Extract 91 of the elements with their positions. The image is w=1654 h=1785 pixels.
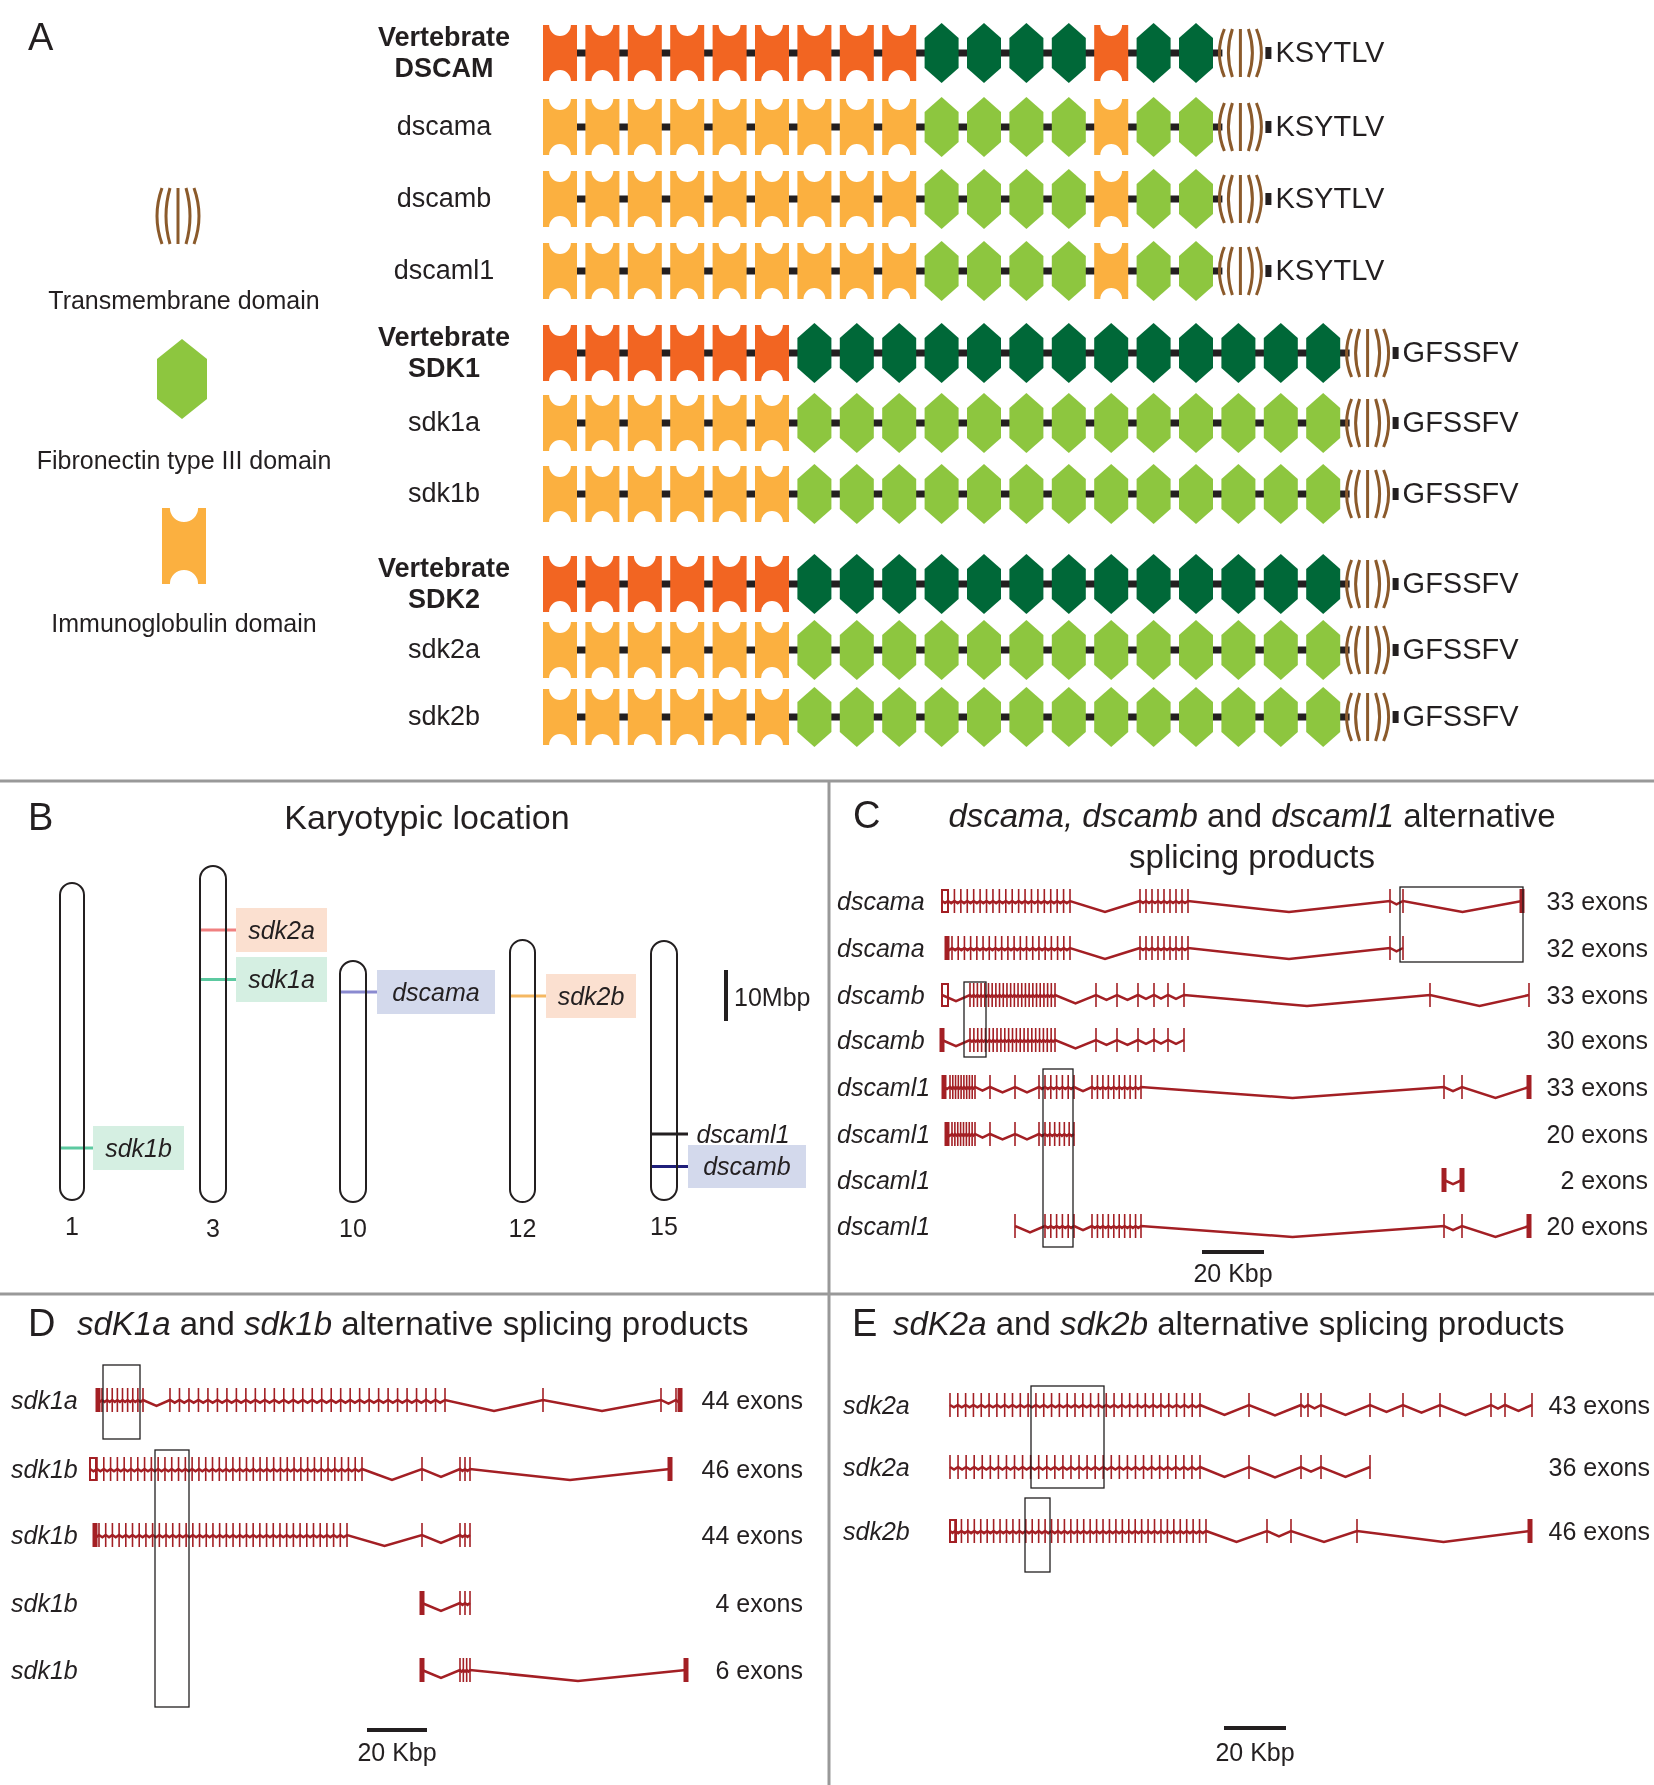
protein-name: Vertebrate SDK1 <box>376 321 512 385</box>
chromosome-bar <box>199 865 227 1203</box>
gene-label: sdk2b <box>546 974 636 1018</box>
gene-label: dscamb <box>688 1145 806 1188</box>
exon-count: 44 exons <box>701 1520 803 1550</box>
locus-line <box>199 978 236 981</box>
scale-label: 20 Kbp <box>357 1737 437 1767</box>
locus-line <box>199 928 236 932</box>
locus-line <box>650 1132 688 1136</box>
protein-name: dscama <box>396 111 492 143</box>
exon-count: 44 exons <box>701 1385 803 1415</box>
locus-line <box>509 994 546 998</box>
exon-count: 20 exons <box>1546 1119 1648 1149</box>
scale-label: 10Mbp <box>734 982 811 1012</box>
chromosome-number: 3 <box>206 1213 220 1243</box>
panel-title: dscama, dscamb and dscaml1 alternative splicing products <box>947 795 1557 877</box>
motif-label: GFSSFV <box>1402 567 1519 601</box>
panel-title: sdK1a and sdk1b alternative splicing products <box>77 1304 749 1345</box>
legend-label: Fibronectin type III domain <box>36 445 332 475</box>
gene-label: sdk1b <box>93 1126 184 1170</box>
chromosome-bar <box>59 882 85 1201</box>
protein-name: Vertebrate SDK2 <box>376 552 512 616</box>
exon-count: 6 exons <box>715 1655 803 1685</box>
gene-name: dscaml1 <box>837 1165 931 1195</box>
exon-count: 46 exons <box>701 1454 803 1484</box>
exon-count: 33 exons <box>1546 980 1648 1010</box>
scale-label: 20 Kbp <box>1215 1737 1295 1767</box>
motif-label: KSYTLV <box>1275 36 1385 70</box>
protein-name: sdk1a <box>407 407 481 439</box>
motif-label: GFSSFV <box>1402 406 1519 440</box>
chromosome-bar <box>339 960 367 1203</box>
gene-name: dscamb <box>837 980 925 1010</box>
exon-count: 2 exons <box>1560 1165 1648 1195</box>
gene-name: sdk1b <box>11 1454 78 1484</box>
protein-name: sdk1b <box>407 478 481 510</box>
gene-label: sdk2a <box>236 908 327 952</box>
protein-name: dscaml1 <box>393 255 495 287</box>
motif-label: KSYTLV <box>1275 110 1385 144</box>
motif-label: GFSSFV <box>1402 633 1519 667</box>
gene-name: sdk1b <box>11 1520 78 1550</box>
exon-count: 33 exons <box>1546 1072 1648 1102</box>
motif-label: KSYTLV <box>1275 254 1385 288</box>
motif-label: KSYTLV <box>1275 182 1385 216</box>
gene-name: dscama <box>837 886 925 916</box>
chromosome-number: 10 <box>339 1213 367 1243</box>
panel-letter: D <box>28 1302 56 1346</box>
exon-count: 20 exons <box>1546 1211 1648 1241</box>
motif-label: GFSSFV <box>1402 336 1519 370</box>
protein-name: Vertebrate DSCAM <box>376 21 512 85</box>
chromosome-number: 1 <box>65 1211 79 1241</box>
panel-title: sdK2a and sdk2b alternative splicing products <box>893 1304 1565 1345</box>
exon-count: 46 exons <box>1548 1516 1650 1546</box>
gene-name: sdk1b <box>11 1655 78 1685</box>
exon-count: 4 exons <box>715 1588 803 1618</box>
gene-label: sdk1a <box>236 957 327 1002</box>
gene-name: dscama <box>837 933 925 963</box>
chromosome-number: 15 <box>650 1211 678 1241</box>
protein-name: sdk2a <box>407 634 481 666</box>
gene-name: dscaml1 <box>837 1119 931 1149</box>
exon-count: 32 exons <box>1546 933 1648 963</box>
panel-title: Karyotypic location <box>284 798 570 838</box>
panel-letter: A <box>28 16 54 60</box>
exon-count: 33 exons <box>1546 886 1648 916</box>
gene-name: sdk2a <box>843 1390 910 1420</box>
locus-line <box>339 990 377 994</box>
exon-count: 36 exons <box>1548 1452 1650 1482</box>
locus-line <box>650 1165 688 1168</box>
motif-label: GFSSFV <box>1402 477 1519 511</box>
chromosome-bar <box>650 940 678 1201</box>
panel-letter: B <box>28 796 54 840</box>
motif-label: GFSSFV <box>1402 700 1519 734</box>
gene-name: sdk2b <box>843 1516 910 1546</box>
locus-line <box>59 1146 93 1150</box>
gene-label: dscama <box>377 970 495 1014</box>
gene-name: sdk1b <box>11 1588 78 1618</box>
chromosome-bar <box>509 939 536 1203</box>
protein-name: sdk2b <box>407 701 481 733</box>
legend-label: Immunoglobulin domain <box>51 608 317 638</box>
protein-name: dscamb <box>396 183 492 215</box>
panel-letter: E <box>852 1302 878 1346</box>
chromosome-number: 12 <box>508 1213 537 1243</box>
gene-name: sdk1a <box>11 1385 78 1415</box>
exon-count: 43 exons <box>1548 1390 1650 1420</box>
exon-count: 30 exons <box>1546 1025 1648 1055</box>
gene-name: dscaml1 <box>837 1072 931 1102</box>
scale-label: 20 Kbp <box>1193 1258 1273 1288</box>
gene-name: sdk2a <box>843 1452 910 1482</box>
panel-letter: C <box>853 794 881 838</box>
gene-name: dscamb <box>837 1025 925 1055</box>
gene-name: dscaml1 <box>837 1211 931 1241</box>
legend-label: Transmembrane domain <box>48 285 320 315</box>
